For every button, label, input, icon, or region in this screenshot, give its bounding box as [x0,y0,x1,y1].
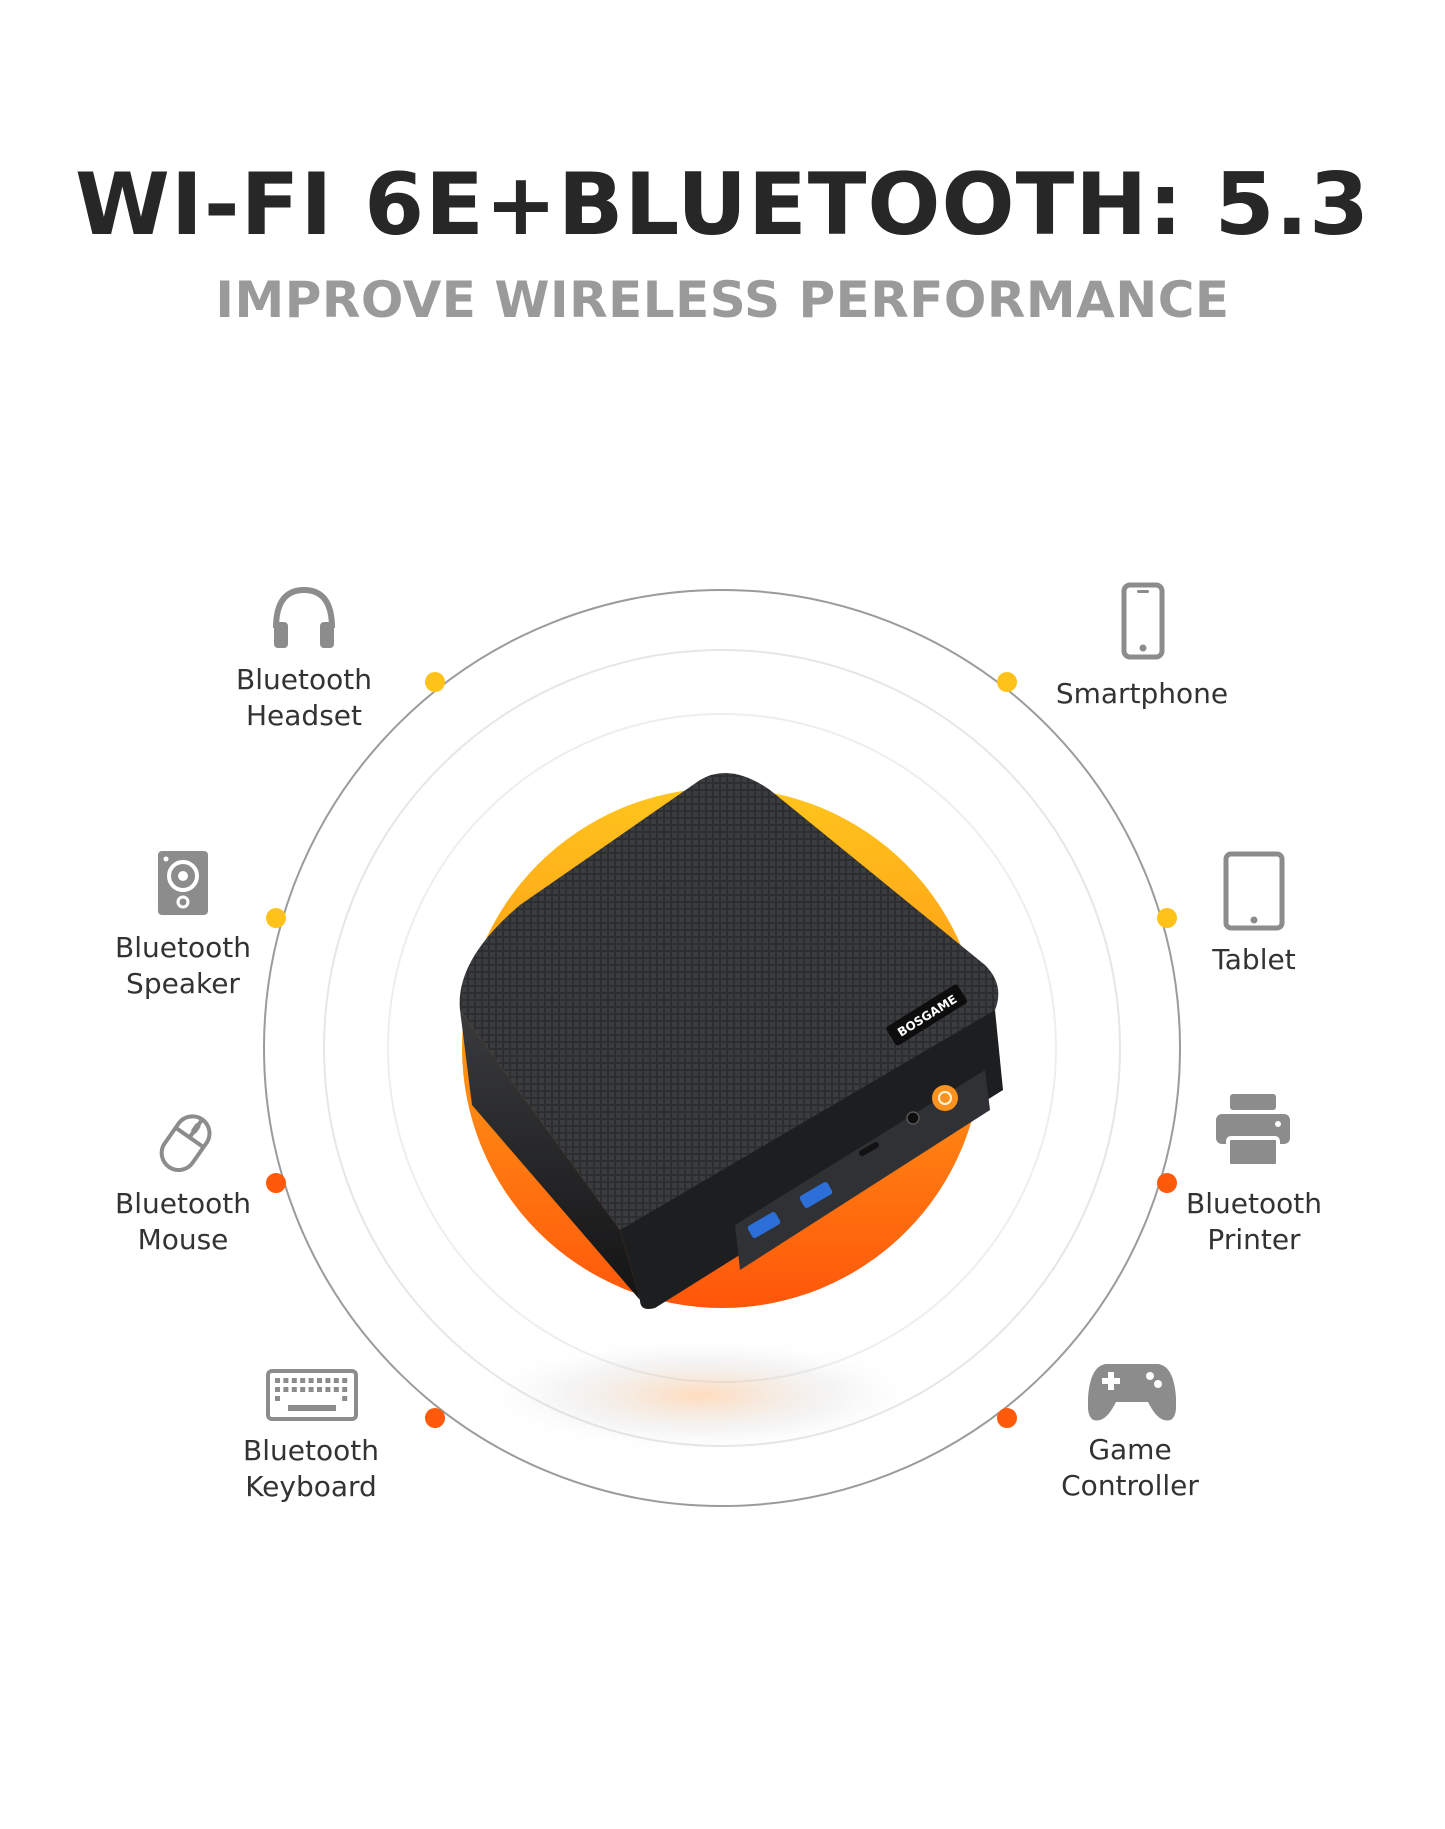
floor-glow [470,1335,930,1455]
smartphone-icon [1121,582,1165,660]
label-bluetooth-headset: Bluetooth Headset [236,663,372,732]
connection-dot-speaker [266,908,286,928]
outer-ring [263,589,1181,1507]
connection-dot-controller [997,1408,1017,1428]
keyboard-icon [266,1369,358,1421]
connection-dot-printer [1157,1173,1177,1193]
connection-dot-smartphone [997,672,1017,692]
connection-dot-mouse [266,1173,286,1193]
label-bluetooth-speaker: Bluetooth Speaker [115,931,251,1000]
mouse-icon [159,1114,212,1173]
label-bluetooth-printer: Bluetooth Printer [1186,1187,1322,1256]
label-bluetooth-keyboard: Bluetooth Keyboard [243,1434,379,1503]
headphones-icon [273,586,335,648]
connection-dot-tablet [1157,908,1177,928]
tablet-icon [1223,851,1285,931]
label-bluetooth-mouse: Bluetooth Mouse [115,1187,251,1256]
page-subtitle: IMPROVE WIRELESS PERFORMANCE [215,271,1230,329]
mini-pc-image: BOSGAME [459,772,1003,1309]
connection-dot-headset [425,672,445,692]
label-smartphone: Smartphone [1055,677,1229,710]
connection-dots [266,672,1177,1428]
page-title: WI-FI 6E+BLUETOOTH: 5.3 [75,155,1370,255]
label-game-controller: Game Controller [1061,1433,1199,1502]
connection-dot-keyboard [425,1408,445,1428]
game-controller-icon [1088,1364,1176,1421]
printer-icon [1216,1094,1290,1166]
label-tablet: Tablet [1212,943,1296,976]
speaker-icon [158,851,208,915]
